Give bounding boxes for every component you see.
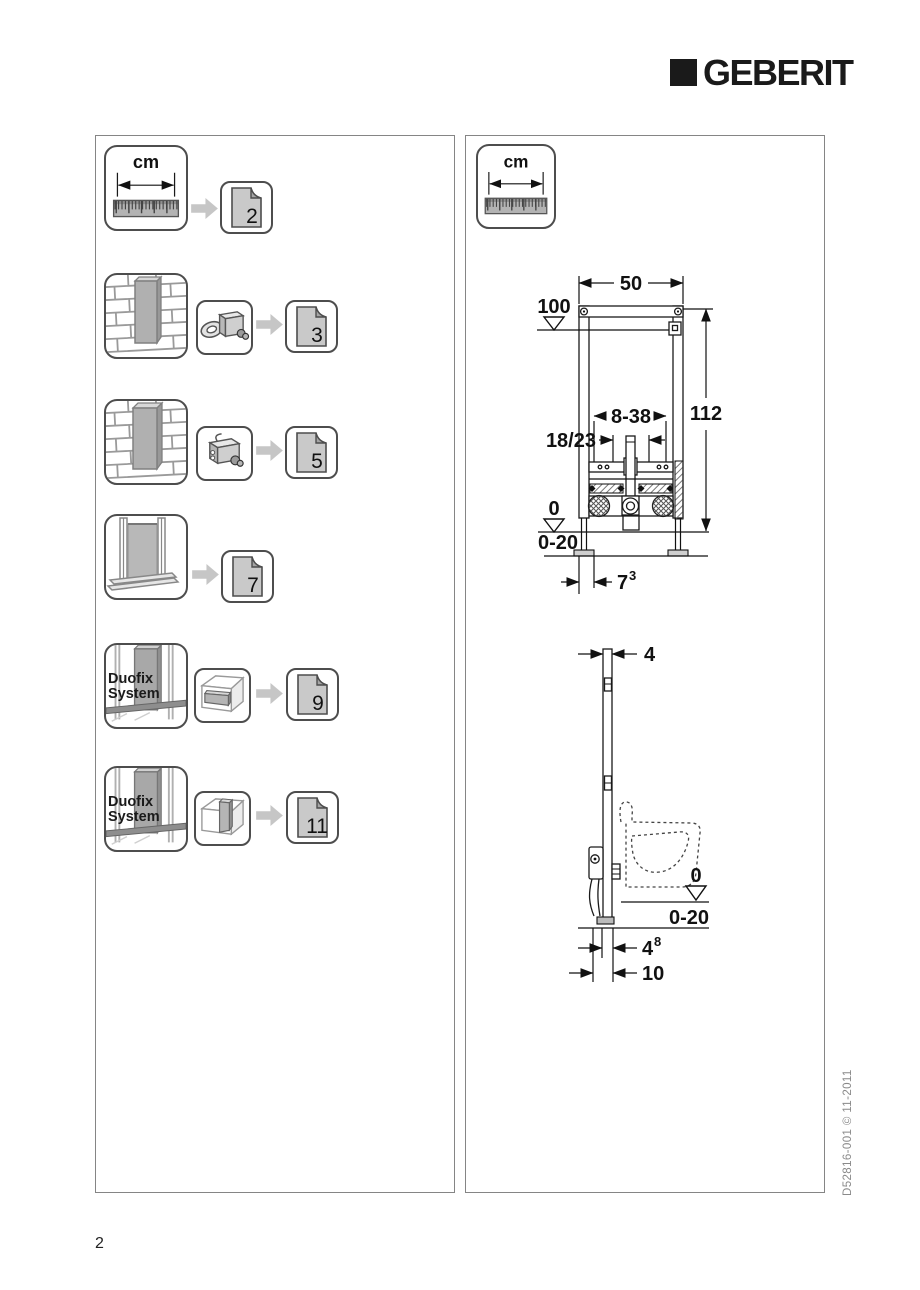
arrow-right-icon — [191, 198, 218, 219]
level-triangle-icon — [542, 518, 566, 534]
page-number-ref: 9 — [312, 692, 324, 715]
foot-offset-sup: 3 — [629, 568, 636, 583]
vertical-panel-in-box-icon — [194, 791, 251, 846]
arrow-right-icon — [256, 805, 283, 826]
technical-drawing: 50 100 112 8-38 18/23 — [537, 273, 722, 985]
dimension-panel: cm 50 100 — [465, 135, 825, 1193]
panel-in-box-icon — [194, 668, 251, 723]
foot-offset-label: 7 — [617, 572, 628, 594]
page-ref-2: 2 — [220, 181, 273, 234]
bidet-outline-dashed — [619, 801, 701, 888]
level-triangle-icon — [684, 885, 708, 902]
page-number-ref: 7 — [247, 574, 259, 597]
arrow-right-icon — [256, 314, 283, 335]
page-number-ref: 11 — [306, 815, 328, 838]
arrow-right-icon — [192, 564, 219, 585]
document-code: D52816-001 © 11-2011 — [842, 1069, 854, 1196]
front-offset-sup: 8 — [654, 934, 661, 949]
page-ref-3: 3 — [285, 300, 338, 353]
logo-square-icon — [670, 59, 697, 86]
overview-panel: cm 2 — [95, 135, 455, 1193]
duofix-system-label: Duofix System — [108, 794, 160, 825]
duofix-system-label: Duofix System — [108, 671, 160, 702]
anchor-spacing-label: 18/23 — [546, 430, 596, 452]
wall-bracket-icon — [196, 300, 253, 355]
duofix-wall-icon: Duofix System — [104, 766, 188, 852]
side-zero-label: 0 — [690, 865, 701, 887]
bidet-bowl-dashed — [630, 831, 690, 873]
page-ref-7: 7 — [221, 550, 274, 603]
page-number-ref: 5 — [311, 450, 323, 473]
geberit-logo: GEBERIT — [670, 52, 854, 93]
front-height-label: 112 — [690, 403, 722, 425]
duofix-wall-icon: Duofix System — [104, 643, 188, 729]
page-ref-11: 11 — [286, 791, 339, 844]
front-offset-label: 4 — [642, 938, 654, 960]
page-number-ref: 2 — [246, 205, 258, 228]
front-floor-range-label: 0-20 — [538, 532, 578, 554]
page-ref-9: 9 — [286, 668, 339, 721]
page-number-ref: 3 — [311, 324, 323, 347]
stud-wall-icon — [104, 514, 188, 600]
ruler-cm-icon: cm — [104, 145, 188, 231]
level-triangle-icon — [542, 316, 566, 332]
arrow-right-icon — [256, 683, 283, 704]
arrow-right-icon — [256, 440, 283, 461]
logo-wordmark: GEBERIT — [703, 52, 854, 93]
cm-label: cm — [504, 152, 529, 172]
front-width-label: 50 — [620, 273, 642, 295]
foot-depth-label: 10 — [642, 963, 664, 985]
page-number: 2 — [95, 1235, 104, 1252]
brick-wall-icon — [104, 399, 188, 485]
wall-bracket-compact-icon — [196, 426, 253, 481]
front-zero-label: 0 — [548, 498, 559, 520]
ruler-cm-icon: cm — [476, 144, 556, 229]
page-ref-5: 5 — [285, 426, 338, 479]
cm-label: cm — [133, 152, 159, 172]
level-100-label: 100 — [537, 296, 570, 318]
profile-depth-label: 4 — [644, 644, 656, 666]
brick-wall-icon — [104, 273, 188, 359]
side-floor-range-label: 0-20 — [669, 907, 709, 929]
fixing-range-label: 8-38 — [611, 406, 651, 428]
